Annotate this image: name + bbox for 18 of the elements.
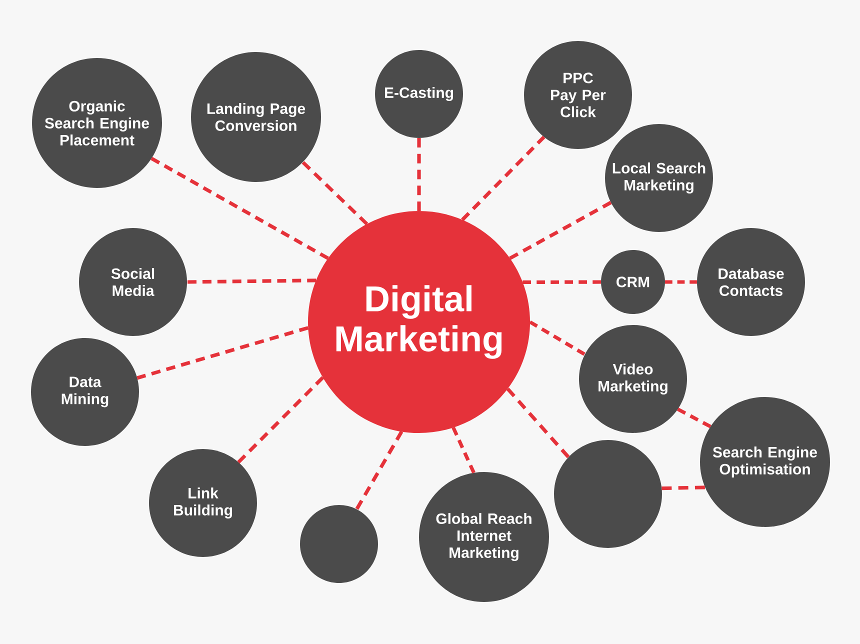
dashed-connector xyxy=(676,408,712,428)
empty-circle xyxy=(300,505,378,583)
dashed-connector xyxy=(529,320,586,356)
dashed-connector xyxy=(522,280,602,284)
dashed-connector xyxy=(509,200,612,260)
dashed-connector xyxy=(136,326,309,380)
dashed-connector xyxy=(302,160,368,226)
dashed-connector xyxy=(665,280,697,284)
dashed-connector xyxy=(150,156,329,260)
dashed-connector xyxy=(186,278,316,284)
dashed-connector xyxy=(355,430,404,510)
dashed-connector xyxy=(417,138,421,211)
dashed-connector xyxy=(461,136,546,222)
dashed-connector xyxy=(662,486,706,490)
dashed-connector xyxy=(237,376,324,464)
empty-circle xyxy=(554,440,662,548)
dashed-connector xyxy=(506,388,570,458)
dashed-connector xyxy=(452,426,476,474)
